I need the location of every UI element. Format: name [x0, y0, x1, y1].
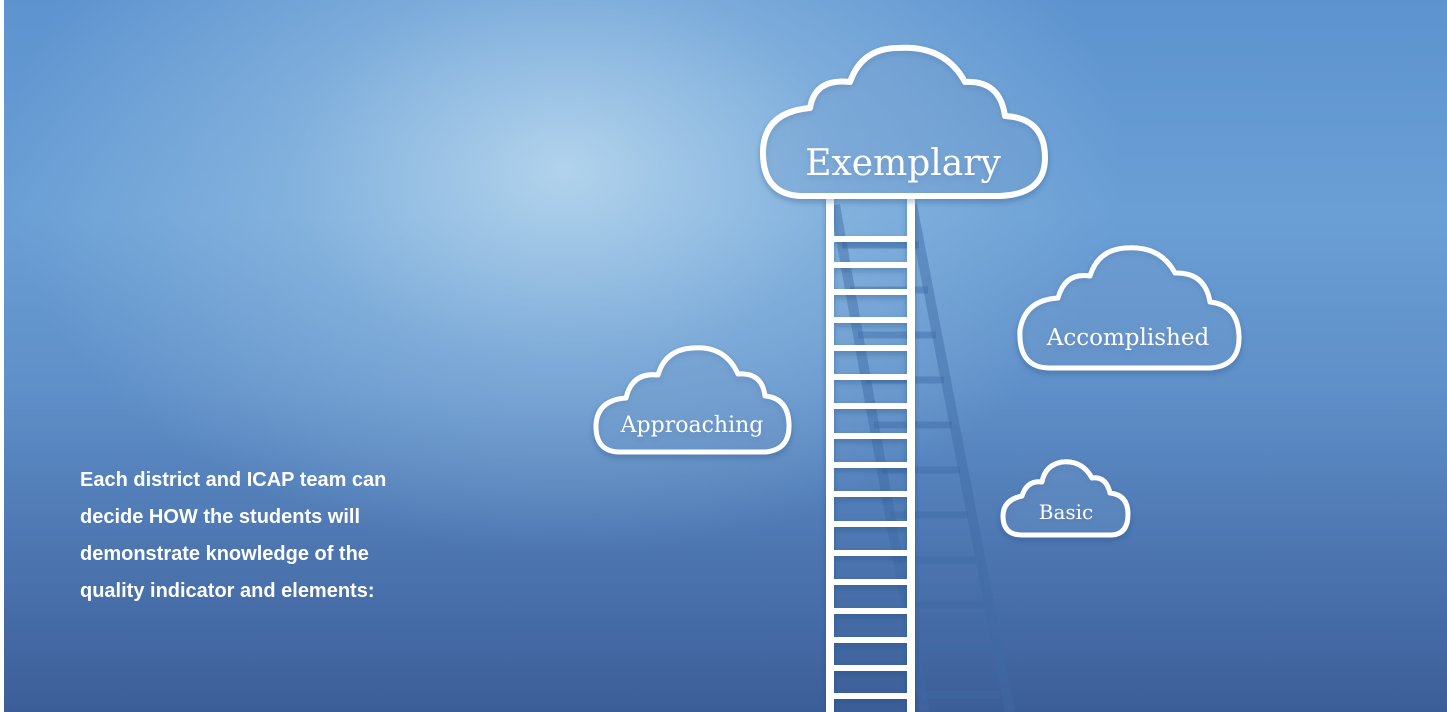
body-text: Each district and ICAP team can decide H… [80, 462, 520, 610]
cloud-label-approaching: Approaching [620, 413, 764, 438]
body-text-line: Each district and ICAP team can [80, 469, 387, 491]
ladder [826, 196, 915, 712]
body-text-line: quality indicator and elements: [80, 580, 375, 602]
body-text-line: decide HOW the students will [80, 506, 361, 528]
cloud-accomplished: Accomplished [1017, 245, 1242, 371]
cloud-label-basic: Basic [1039, 500, 1093, 524]
body-text-line: demonstrate knowledge of the [80, 543, 369, 565]
cloud-basic: Basic [1000, 459, 1131, 538]
cloud-label-accomplished: Accomplished [1046, 325, 1210, 351]
ladder-shadow [830, 204, 1015, 712]
cloud-approaching: Approaching [593, 345, 792, 455]
cloud-exemplary: Exemplary [759, 44, 1048, 199]
cloud-label-exemplary: Exemplary [805, 143, 1001, 184]
